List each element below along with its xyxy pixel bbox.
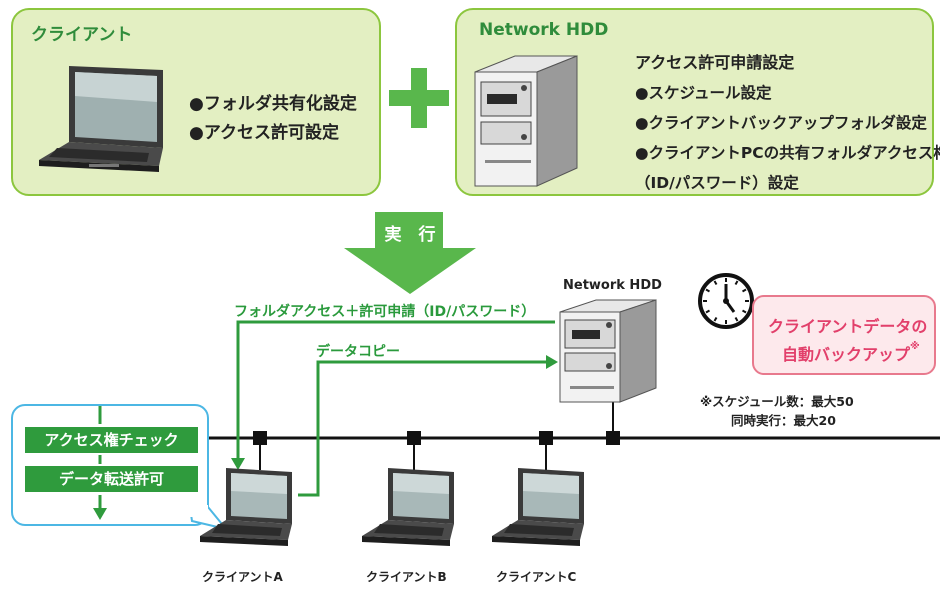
hdd-line-schedule: ●スケジュール設定 bbox=[635, 84, 772, 102]
hdd-panel-title: Network HDD bbox=[479, 20, 609, 40]
laptop-c-icon bbox=[492, 468, 584, 546]
client-panel-title: クライアント bbox=[31, 25, 133, 45]
client-a-label: クライアントA bbox=[202, 570, 283, 584]
plus-icon bbox=[389, 68, 449, 128]
laptop-b-icon bbox=[362, 468, 454, 546]
bullet-access-permit: ●アクセス許可設定 bbox=[189, 123, 339, 143]
execute-arrow bbox=[344, 212, 476, 294]
hdd-line-share-permission: ●クライアントPCの共有フォルダアクセス権限 bbox=[635, 144, 940, 162]
access-check-label: アクセス権チェック bbox=[25, 427, 198, 453]
auto-backup-line1: クライアントデータの bbox=[768, 317, 928, 336]
callout-flow-arrow bbox=[93, 406, 107, 520]
network-hdd-device-icon bbox=[559, 299, 657, 403]
access-check-callout: アクセス権チェック データ転送許可 bbox=[11, 404, 209, 526]
data-copy-label: データコピー bbox=[316, 344, 400, 360]
note-schedule: ※スケジュール数：最大50 bbox=[700, 394, 854, 409]
clock-icon bbox=[698, 273, 754, 329]
network-hdd-icon bbox=[474, 55, 578, 187]
auto-backup-mark: ※ bbox=[910, 341, 920, 352]
bullet-folder-share: ●フォルダ共有化設定 bbox=[189, 94, 357, 114]
data-transfer-permit-label: データ転送許可 bbox=[25, 466, 198, 492]
execute-label: 実 行 bbox=[384, 225, 436, 245]
client-settings-panel: クライアント ●フォルダ共有化設定 ●アクセス許可設定 bbox=[11, 8, 381, 196]
network-hdd-label: Network HDD bbox=[563, 278, 662, 293]
hdd-line-backup-folder: ●クライアントバックアップフォルダ設定 bbox=[635, 114, 927, 132]
auto-backup-line2: 自動バックアップ※ bbox=[782, 341, 920, 365]
client-c-label: クライアントC bbox=[496, 570, 577, 584]
laptop-icon bbox=[39, 66, 163, 172]
note-concurrent: 同時実行：最大20 bbox=[731, 413, 836, 428]
access-request-label: フォルダアクセス＋許可申請（ID/パスワード） bbox=[234, 304, 536, 320]
auto-backup-line2-text: 自動バックアップ bbox=[782, 345, 911, 364]
client-b-label: クライアントB bbox=[366, 570, 447, 584]
hdd-settings-panel: Network HDD アクセス許可申請設定 ●スケジュール設定 ●クライアント… bbox=[455, 8, 940, 196]
hdd-line-id-password: （ID/パスワード）設定 bbox=[635, 174, 799, 192]
laptop-a-icon bbox=[200, 468, 292, 546]
hdd-line-access-request: アクセス許可申請設定 bbox=[635, 53, 795, 72]
auto-backup-box: クライアントデータの 自動バックアップ※ bbox=[752, 295, 936, 375]
